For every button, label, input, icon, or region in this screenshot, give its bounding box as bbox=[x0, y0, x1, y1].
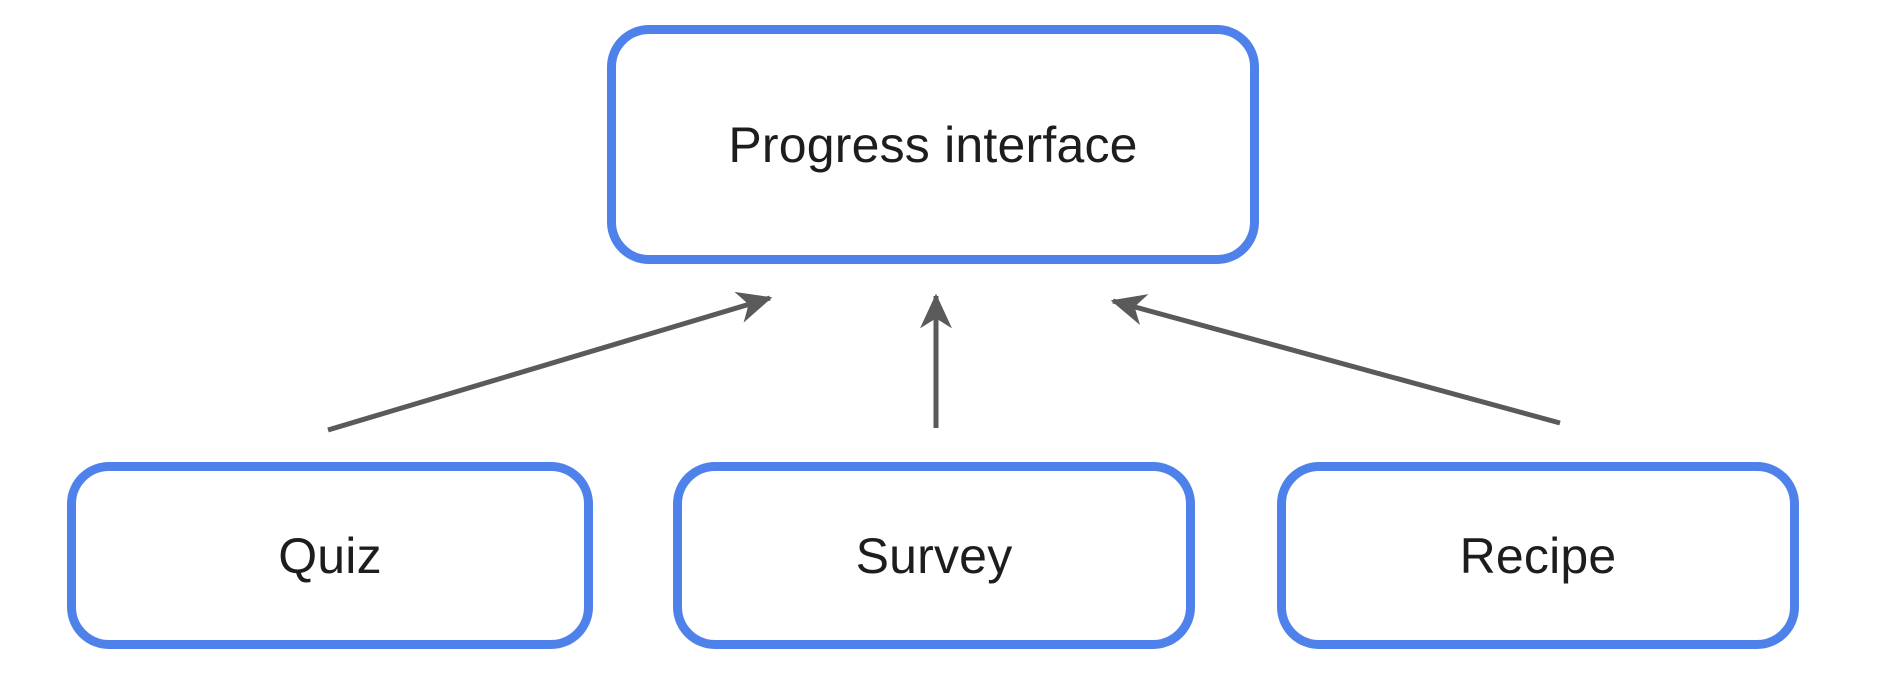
node-recipe: Recipe bbox=[1277, 462, 1799, 649]
node-quiz-label: Quiz bbox=[278, 527, 382, 584]
node-survey: Survey bbox=[673, 462, 1195, 649]
node-survey-label: Survey bbox=[855, 527, 1013, 584]
node-progress-interface: Progress interface bbox=[607, 25, 1259, 264]
node-progress-interface-label: Progress interface bbox=[728, 116, 1138, 173]
node-recipe-label: Recipe bbox=[1459, 527, 1617, 584]
arrow-recipe-to-progress-interface bbox=[1110, 294, 1561, 426]
node-quiz: Quiz bbox=[67, 462, 593, 649]
arrow-quiz-to-progress-interface bbox=[327, 291, 773, 433]
